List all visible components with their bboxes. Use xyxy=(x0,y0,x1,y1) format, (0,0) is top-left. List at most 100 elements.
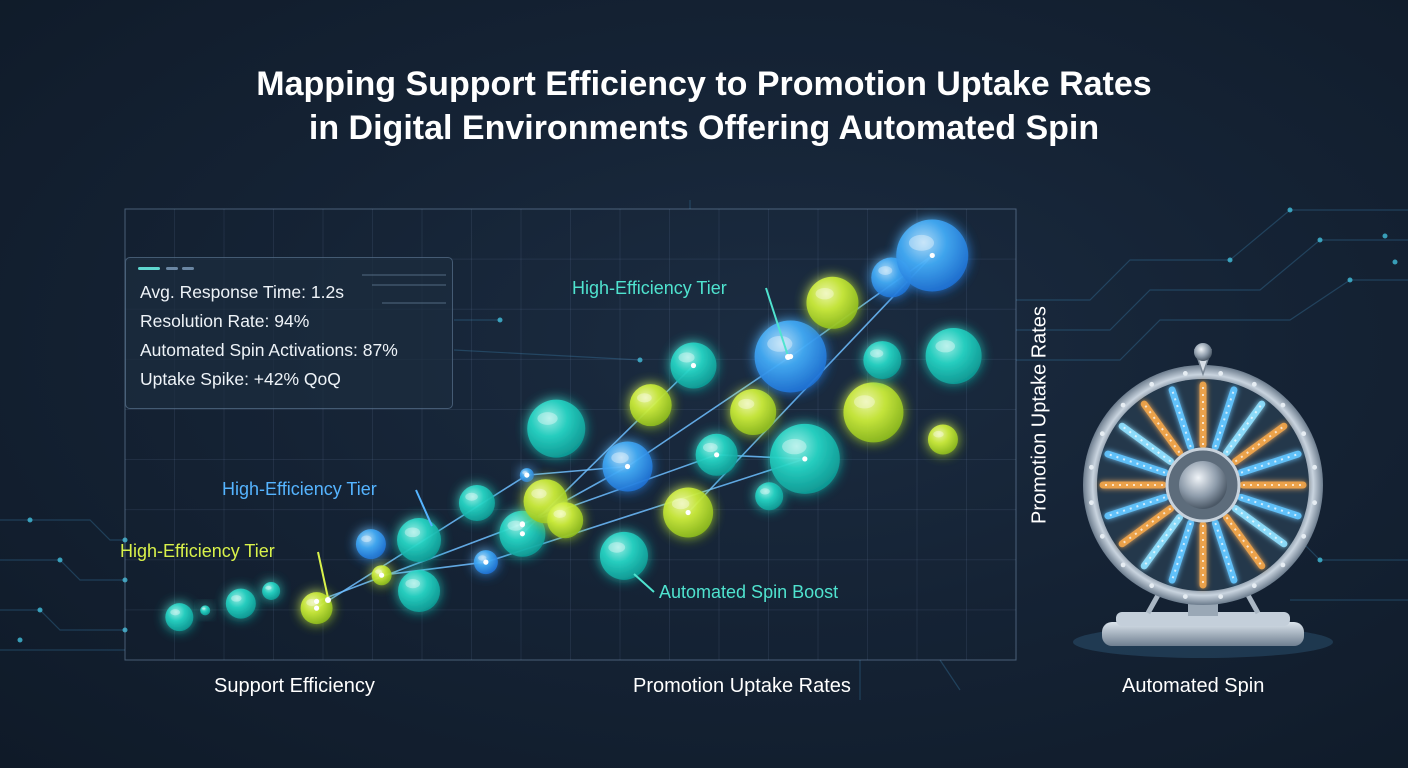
trend-line xyxy=(381,458,806,576)
data-point-highlight xyxy=(767,335,793,352)
trend-node xyxy=(685,509,691,516)
x-axis-label-left: Support Efficiency xyxy=(214,675,375,697)
data-point xyxy=(806,276,859,329)
leader-tier-mid xyxy=(415,489,433,527)
leader-tier-low xyxy=(317,551,329,599)
trend-node xyxy=(519,522,525,528)
trend-node xyxy=(524,472,530,478)
data-point-bubble xyxy=(165,603,194,632)
data-point-highlight xyxy=(608,542,626,553)
stat-resolution-rate: Resolution Rate: 94% xyxy=(140,311,310,331)
data-point-highlight xyxy=(637,393,652,403)
data-point xyxy=(863,341,902,380)
data-point-bubble xyxy=(355,529,386,560)
wheel-rim-dot xyxy=(1120,562,1126,568)
data-point-highlight xyxy=(231,595,242,602)
data-point-highlight xyxy=(853,395,875,409)
data-point-highlight xyxy=(170,609,181,616)
data-point-bubble xyxy=(527,399,586,458)
wheel-rim-dot xyxy=(1120,402,1126,408)
circuit-line xyxy=(1016,239,1408,331)
wheel-rim-dot xyxy=(1312,500,1318,506)
data-point-bubble xyxy=(397,518,442,563)
data-point-highlight xyxy=(870,349,884,358)
data-point-highlight xyxy=(782,438,807,455)
data-point-highlight xyxy=(201,607,206,610)
circuit-dot xyxy=(122,627,128,633)
wheel-spoke-lights xyxy=(1171,389,1192,448)
data-point-highlight xyxy=(405,579,421,589)
panel-decoration xyxy=(372,284,446,286)
data-point xyxy=(843,382,904,443)
trend-node xyxy=(624,463,631,470)
data-point xyxy=(262,581,281,600)
panel-accent-3 xyxy=(182,267,194,270)
trend-node xyxy=(483,559,489,565)
data-point-highlight xyxy=(404,527,421,538)
data-point-bubble xyxy=(547,502,584,539)
circuit-dot xyxy=(57,557,63,563)
circuit-dot xyxy=(1382,233,1388,239)
data-point xyxy=(200,605,211,616)
trend-node xyxy=(802,456,808,462)
circuit-dot xyxy=(1347,277,1353,283)
circuit-dot xyxy=(1227,257,1233,263)
title-line-1: Mapping Support Efficiency to Promotion … xyxy=(256,65,1152,103)
trend-node xyxy=(379,572,385,578)
data-point xyxy=(730,388,777,435)
data-point-bubble xyxy=(843,382,904,443)
data-point-bubble xyxy=(806,276,859,329)
data-point xyxy=(458,485,495,522)
trend-node xyxy=(690,362,697,369)
data-point-highlight xyxy=(933,430,944,438)
annotation-tier-mid: High-Efficiency Tier xyxy=(222,479,377,499)
trend-node xyxy=(714,452,720,458)
wheel-spoke-lights xyxy=(1214,389,1235,448)
data-point xyxy=(398,569,441,612)
wheel-rim-dot xyxy=(1218,370,1224,376)
wheel-rim-dot xyxy=(1099,533,1105,539)
data-point-bubble xyxy=(398,569,441,612)
data-point-bubble xyxy=(863,341,902,380)
leader-tier-top xyxy=(765,287,789,357)
circuit-dot xyxy=(122,537,128,543)
circuit-dot xyxy=(1317,237,1323,243)
circuit-dot xyxy=(122,577,128,583)
wheel-rim-dot xyxy=(1149,583,1155,589)
data-point xyxy=(225,588,256,619)
circuit-dot xyxy=(37,607,43,613)
data-point-highlight xyxy=(507,520,524,531)
panel-accent-2 xyxy=(166,267,178,270)
circuit-dot xyxy=(1317,557,1323,563)
data-point xyxy=(527,399,586,458)
circuit-dot xyxy=(1287,207,1293,213)
data-point xyxy=(165,603,194,632)
stat-spin-activations: Automated Spin Activations: 87% xyxy=(140,340,398,360)
data-point-highlight xyxy=(702,442,718,453)
circuit-line xyxy=(1016,279,1408,361)
wheel-label: Automated Spin xyxy=(1122,675,1265,697)
data-point-bubble xyxy=(599,531,648,580)
panel-decoration xyxy=(362,274,446,276)
wheel-rim-dot xyxy=(1088,464,1094,470)
stats-panel: Avg. Response Time: 1.2s Resolution Rate… xyxy=(125,257,453,409)
data-point-bubble xyxy=(629,384,672,427)
data-point-highlight xyxy=(375,569,383,574)
data-point-highlight xyxy=(537,412,558,425)
circuit-line xyxy=(1016,209,1408,301)
wheel-rim-dot xyxy=(1251,583,1257,589)
wheel-rim-dot xyxy=(1218,594,1224,600)
data-point xyxy=(925,328,982,385)
data-point-highlight xyxy=(760,488,770,495)
wheel-rim-dot xyxy=(1312,464,1318,470)
data-point-highlight xyxy=(908,234,935,251)
y-axis-label: Promotion Uptake Rates xyxy=(1028,306,1051,524)
annotation-tier-top: High-Efficiency Tier xyxy=(572,278,727,298)
data-point-highlight xyxy=(265,585,272,590)
wheel-base xyxy=(1102,622,1304,646)
data-point-highlight xyxy=(738,398,755,409)
wheel-rim-dot xyxy=(1280,402,1286,408)
stat-uptake-spike: Uptake Spike: +42% QoQ xyxy=(140,369,341,389)
wheel-rim-dot xyxy=(1149,381,1155,387)
